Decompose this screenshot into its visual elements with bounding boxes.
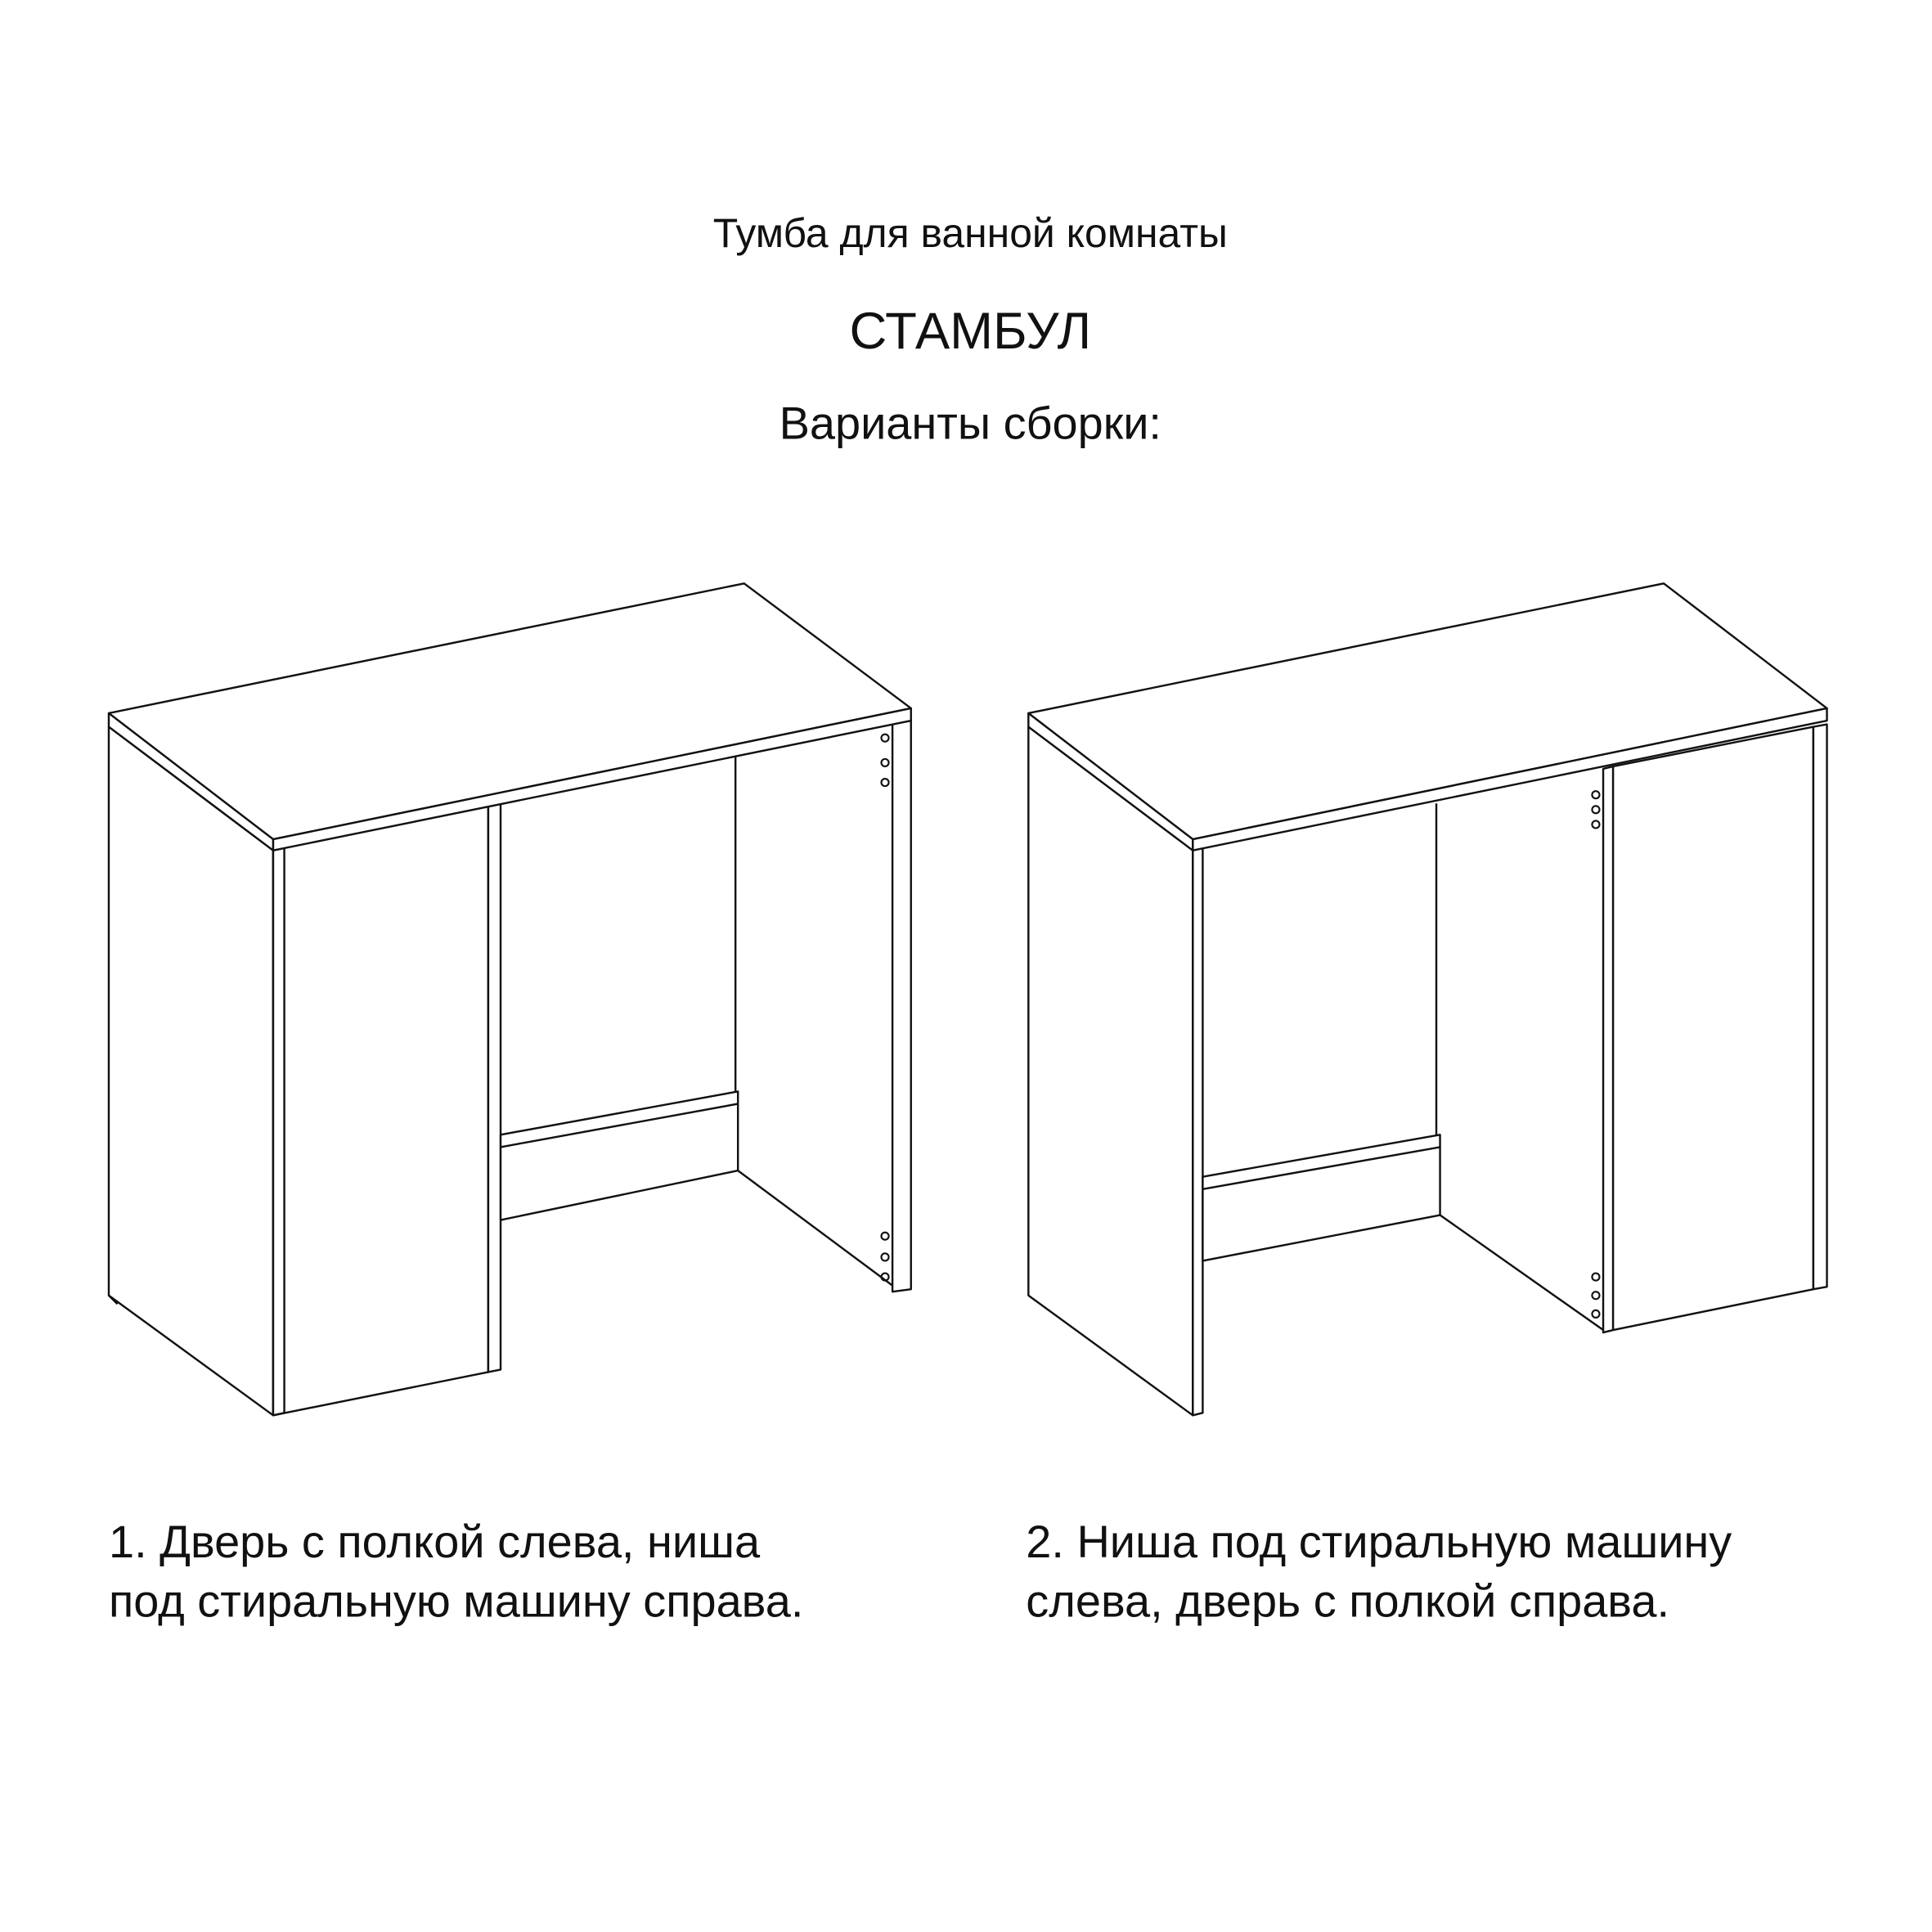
variants-label: Варианты сборки: — [780, 397, 1161, 448]
variant-2-caption-line1: 2. Ниша под стиральную машину — [1026, 1516, 1732, 1567]
shelf-holes — [880, 733, 890, 1282]
middle-partition — [1602, 765, 1615, 1334]
variant-1-caption-line2: под стиральную машину справа. — [109, 1575, 803, 1627]
variant-1-caption-line1: 1. Дверь с полкой слева, ниша — [109, 1516, 761, 1567]
cabinet-variant-2 — [1027, 582, 1828, 1417]
right-side-panel — [1812, 723, 1828, 1291]
subtitle: Тумба для ванной комнаты — [713, 210, 1228, 256]
door-right — [1611, 726, 1815, 1332]
variant-2-caption-line2: слева, дверь с полкой справа. — [1026, 1575, 1669, 1627]
shelf-holes — [1591, 790, 1601, 1319]
middle-partition — [487, 802, 502, 1373]
door-left — [272, 805, 490, 1417]
page-title: СТАМБУЛ — [849, 303, 1091, 360]
right-side-panel — [891, 719, 912, 1293]
cabinet-variant-1 — [107, 582, 912, 1417]
